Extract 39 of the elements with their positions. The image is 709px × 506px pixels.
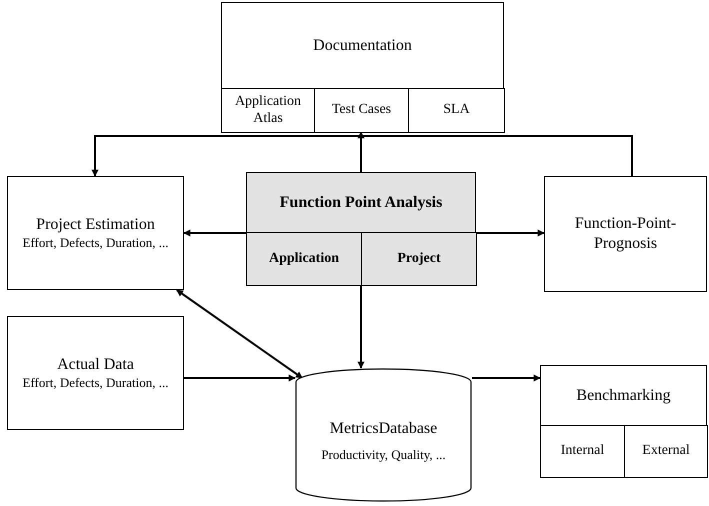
arrow: [358, 131, 364, 172]
arrow: [358, 285, 364, 369]
arrow: [472, 374, 541, 382]
node-title: External: [641, 443, 691, 460]
arrow: [176, 289, 303, 379]
node-title: Function Point Analysis: [278, 193, 444, 213]
arrow: [184, 374, 296, 382]
cell-box: [540, 425, 625, 478]
arrow: [92, 135, 633, 177]
cell-box: [361, 232, 477, 286]
node-title: SLA: [442, 102, 471, 119]
cell-box: [221, 88, 315, 133]
node-title: Application Atlas: [234, 94, 302, 127]
process-box: [7, 316, 184, 430]
arrow: [476, 230, 545, 236]
node-title: Benchmarking: [575, 386, 672, 406]
node-title: Function-Point-Prognosis: [574, 214, 678, 254]
node-subtitle: Effort, Defects, Duration, ...: [22, 374, 170, 392]
node-title: Actual Data: [56, 354, 135, 375]
cell-box: [408, 88, 505, 133]
node-title: Project: [396, 250, 442, 268]
node-title: Test Cases: [330, 102, 392, 119]
process-box: [7, 176, 184, 290]
cell-box: [314, 88, 409, 133]
node-subtitle: Effort, Defects, Duration, ...: [22, 234, 170, 252]
node-title: Application: [268, 250, 340, 268]
node-title: Project Estimation: [35, 214, 156, 235]
arrow: [183, 230, 246, 236]
database-cylinder: [295, 368, 472, 502]
cell-box: [624, 425, 708, 478]
process-box: [540, 365, 707, 477]
process-box: [246, 172, 476, 285]
process-box: [221, 2, 504, 132]
process-box: [544, 176, 707, 292]
node-title: MetricsDatabase: [328, 418, 438, 439]
node-title: Documentation: [312, 36, 413, 56]
cell-box: [246, 232, 362, 286]
node-subtitle: Productivity, Quality, ...: [320, 446, 447, 464]
node-title: Internal: [560, 443, 606, 460]
